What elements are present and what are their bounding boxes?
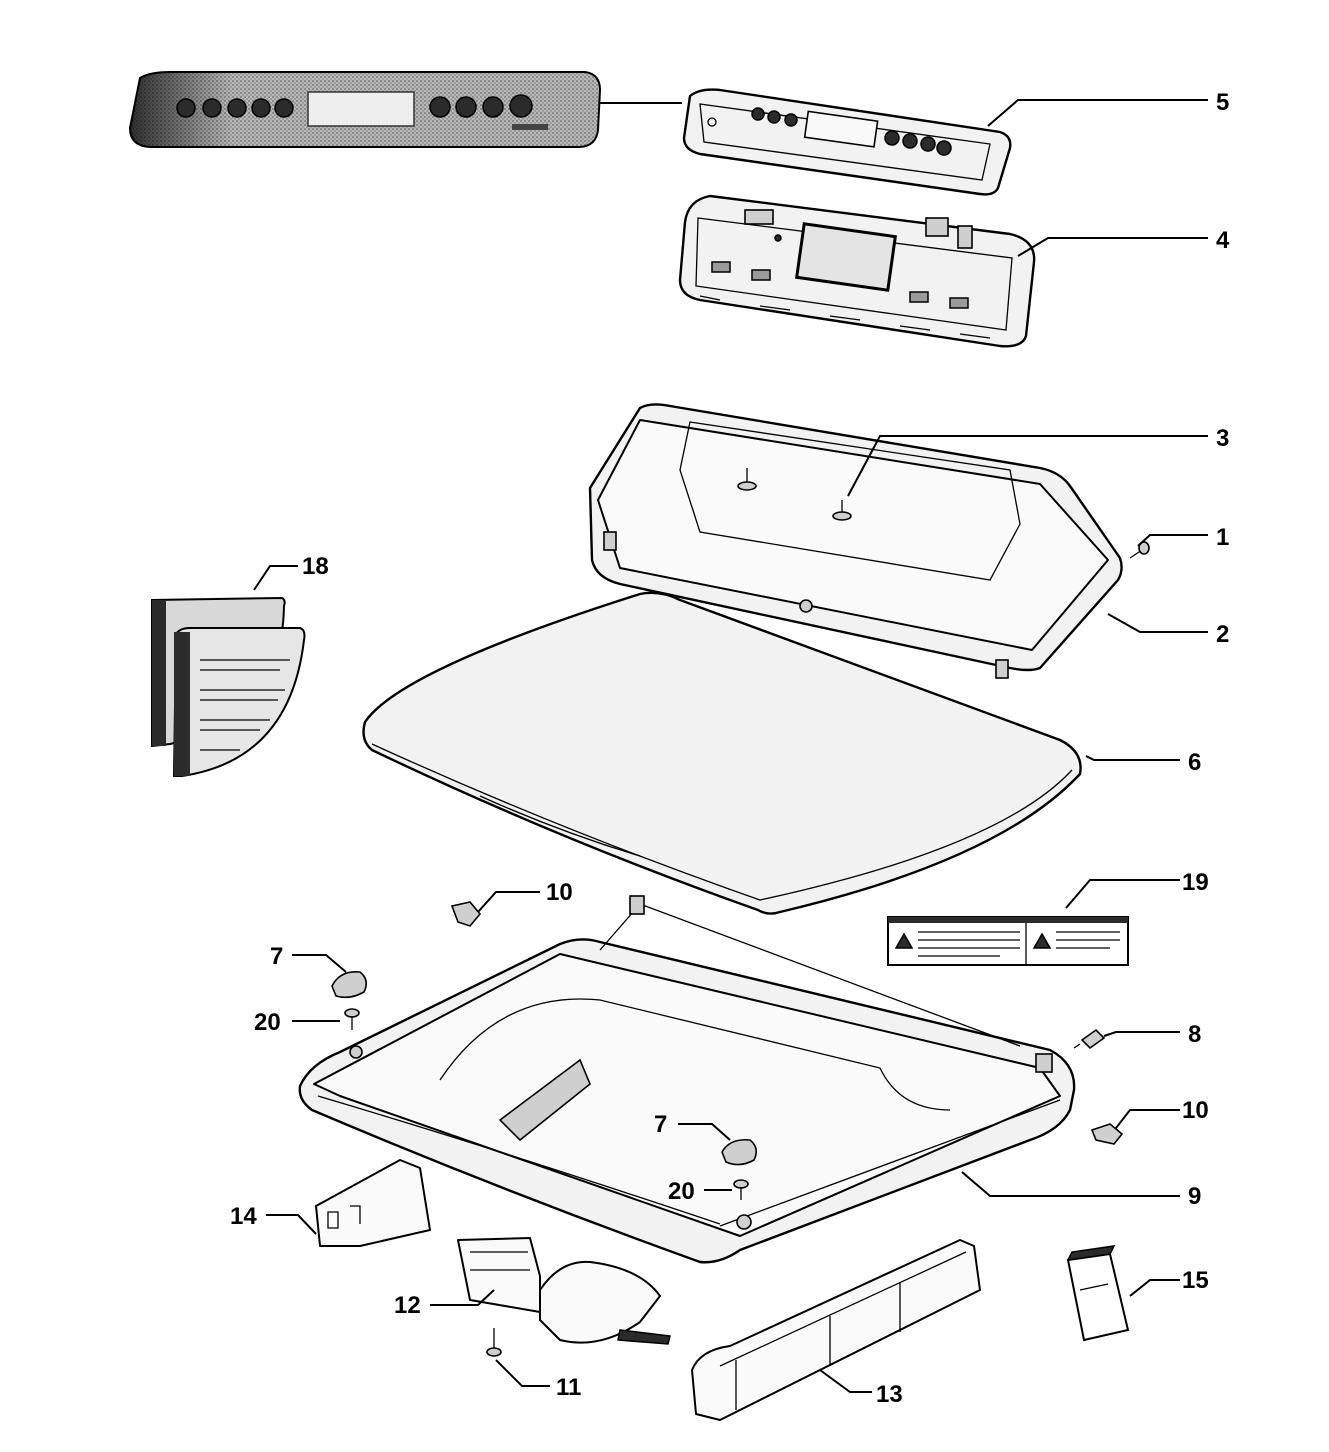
part-12-lid-switch: [457, 1237, 671, 1345]
callout-14: 14: [230, 1203, 257, 1230]
callout-3: 3: [1216, 425, 1229, 452]
part-1-screw: [1129, 541, 1150, 559]
part-10-clip-right: [1090, 1123, 1124, 1145]
part-19-warning-label: [887, 916, 1129, 966]
part-5-console-bezel: [682, 88, 1012, 196]
part-2-console-backsplash: [588, 403, 1123, 679]
part-14-bracket: [315, 1159, 431, 1247]
part-20-screw-left: [344, 1008, 360, 1030]
callout-18: 18: [302, 553, 329, 580]
part-20-screw-right: [733, 1179, 749, 1200]
console-overlay-graphic: [128, 71, 602, 148]
callout-2: 2: [1216, 621, 1229, 648]
part-3-screws: [737, 468, 852, 521]
part-4-control-housing: [678, 194, 1036, 348]
leader-lines: [253, 99, 1208, 1393]
part-15-manual: [1066, 1245, 1130, 1342]
part-6-lid: [362, 591, 1082, 915]
part-13-rear-trim: [691, 1239, 981, 1421]
part-18-instruction-cards: [151, 596, 306, 777]
part-9-top-panel: [298, 895, 1076, 1264]
callout-7-right: 7: [654, 1111, 667, 1138]
callout-labels: 5 4 3 1 2 18 6 10 19 7 20 8 10 7 20 9 14…: [230, 89, 1230, 1408]
callout-20-left: 20: [254, 1009, 281, 1036]
callout-1: 1: [1216, 524, 1229, 551]
callout-13: 13: [876, 1381, 903, 1408]
callout-9: 9: [1188, 1183, 1201, 1210]
part-7-bumper-right: [721, 1138, 758, 1166]
part-8-fastener: [1073, 1028, 1106, 1050]
callout-7-left: 7: [270, 943, 283, 970]
callout-19: 19: [1182, 869, 1209, 896]
callout-11: 11: [556, 1374, 581, 1401]
callout-6: 6: [1188, 749, 1201, 776]
callout-10-upper: 10: [546, 879, 573, 906]
part-7-bumper-left: [331, 970, 368, 999]
callout-20-right: 20: [668, 1178, 695, 1205]
callout-15: 15: [1182, 1267, 1209, 1294]
callout-4: 4: [1216, 227, 1230, 254]
part-10-clip-upper: [450, 901, 482, 927]
callout-10-right: 10: [1182, 1097, 1209, 1124]
part-11-screw: [486, 1328, 502, 1357]
callout-8: 8: [1188, 1021, 1201, 1048]
callout-12: 12: [394, 1292, 421, 1319]
callout-5: 5: [1216, 89, 1229, 116]
